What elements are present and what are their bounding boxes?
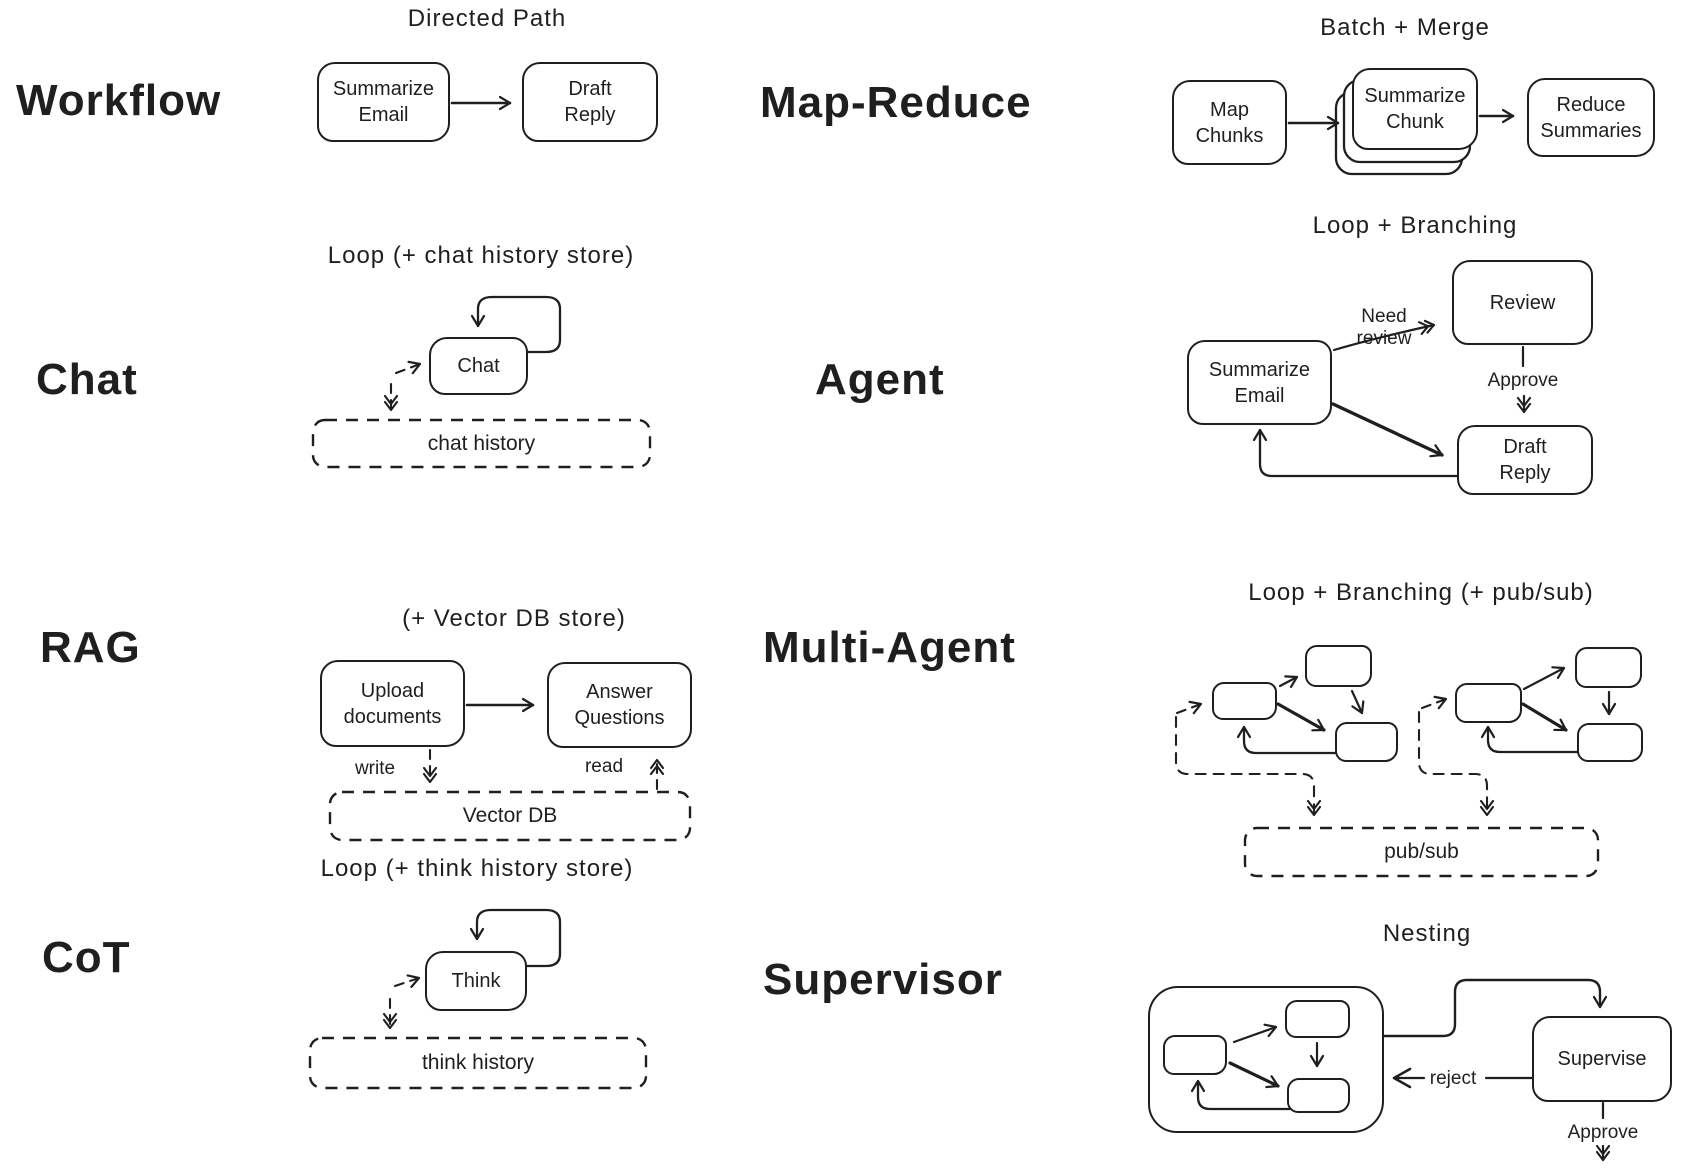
multi-agent-c2-node-top — [1575, 647, 1642, 688]
section-label-multi-agent: Multi-Agent — [763, 623, 1016, 672]
supervisor-inner-edge-left-to-bottom — [1228, 1061, 1280, 1089]
multi-agent-c1-node-bottom — [1335, 722, 1398, 762]
vector-db-store-outline — [328, 790, 692, 842]
edge-label-reject: reject — [1429, 1068, 1477, 1089]
think-history-store-outline — [308, 1036, 648, 1090]
chat-history-store-outline — [311, 418, 652, 469]
multi-agent-title: Loop + Branching (+ pub/sub) — [1248, 579, 1594, 606]
node-agent-draft-reply: Draft Reply — [1457, 425, 1593, 495]
node-summarize-chunk: Summarize Chunk — [1352, 68, 1478, 150]
supervisor-inner-edge-left-to-top — [1232, 1023, 1278, 1044]
multi-agent-c1-edge-left-to-bottom — [1276, 702, 1326, 732]
node-chat: Chat — [429, 337, 528, 395]
multi-agent-c1-edge-top-to-bottom — [1350, 689, 1365, 715]
multi-agent-c2-loop-back — [1480, 725, 1581, 754]
node-review: Review — [1452, 260, 1593, 345]
workflow-title: Directed Path — [407, 5, 567, 32]
node-summarize-email: Summarize Email — [317, 62, 450, 142]
think-history-store: think history — [421, 1051, 535, 1074]
multi-agent-c2-entry-dashed-arrow — [1420, 695, 1448, 710]
multi-agent-c2-node-left — [1455, 683, 1522, 723]
multi-agent-c1-node-left — [1212, 682, 1277, 720]
edge-label-approve: Approve — [1487, 370, 1559, 391]
map-reduce-title: Batch + Merge — [1320, 14, 1490, 41]
supervisor-edge-container-to-supervise — [1382, 978, 1608, 1038]
rag-title: (+ Vector DB store) — [402, 605, 626, 632]
chat-entry-dashed-arrow — [394, 360, 422, 375]
supervisor-nested-container — [1148, 986, 1384, 1133]
multi-agent-c1-loop-back — [1236, 725, 1339, 755]
multi-agent-c1-entry-dashed-arrow — [1175, 700, 1203, 715]
agent-edge-need-review — [1332, 319, 1436, 352]
section-label-supervisor: Supervisor — [763, 955, 1003, 1004]
supervisor-inner-loop-back — [1190, 1079, 1292, 1111]
multi-agent-c1-node-top — [1305, 645, 1372, 687]
multi-agent-c2-store-dashed-path — [1417, 710, 1495, 817]
node-think: Think — [425, 951, 527, 1011]
multi-agent-c2-edge-left-to-top — [1522, 666, 1566, 691]
node-map-chunks: Map Chunks — [1172, 80, 1287, 165]
node-draft-reply: Draft Reply — [522, 62, 658, 142]
edge-label-supervisor-approve: Approve — [1567, 1122, 1639, 1143]
edge-label-need-review: Need review — [1356, 306, 1412, 349]
section-label-agent: Agent — [815, 355, 945, 404]
vector-db-store: Vector DB — [462, 804, 558, 827]
cot-title: Loop (+ think history store) — [320, 855, 634, 882]
supervisor-inner-node-left — [1163, 1035, 1227, 1075]
section-label-cot: CoT — [42, 933, 131, 982]
agent-edge-draft-return-to-summarize — [1252, 428, 1459, 478]
section-label-map-reduce: Map-Reduce — [760, 78, 1032, 127]
pub-sub-store: pub/sub — [1384, 840, 1459, 863]
chat-self-loop — [470, 295, 562, 354]
multi-agent-c1-edge-left-to-top — [1278, 675, 1299, 689]
chat-history-store: chat history — [427, 431, 536, 455]
node-upload-documents: Upload documents — [320, 660, 465, 747]
node-agent-summarize-email: Summarize Email — [1187, 340, 1332, 425]
node-answer-questions: Answer Questions — [547, 662, 692, 748]
edge-label-write: write — [354, 758, 396, 779]
multi-agent-c2-node-bottom — [1577, 723, 1643, 762]
agent-edge-summarize-to-draft — [1331, 402, 1444, 458]
section-label-chat: Chat — [36, 355, 138, 404]
multi-agent-c2-edge-left-to-bottom — [1521, 702, 1568, 732]
section-label-rag: RAG — [40, 623, 141, 672]
cot-entry-dashed-arrow — [393, 974, 421, 988]
supervisor-inner-node-bottom — [1287, 1078, 1350, 1113]
agent-title: Loop + Branching — [1312, 212, 1518, 239]
chat-title: Loop (+ chat history store) — [327, 242, 635, 269]
cot-self-loop — [469, 908, 562, 968]
node-supervise: Supervise — [1532, 1016, 1672, 1102]
edge-label-read: read — [584, 756, 624, 777]
supervisor-inner-node-top — [1285, 1000, 1350, 1038]
pub-sub-store-outline — [1243, 826, 1600, 878]
supervisor-title: Nesting — [1382, 920, 1472, 947]
section-label-workflow: Workflow — [16, 76, 222, 125]
node-reduce-summaries: Reduce Summaries — [1527, 78, 1655, 157]
